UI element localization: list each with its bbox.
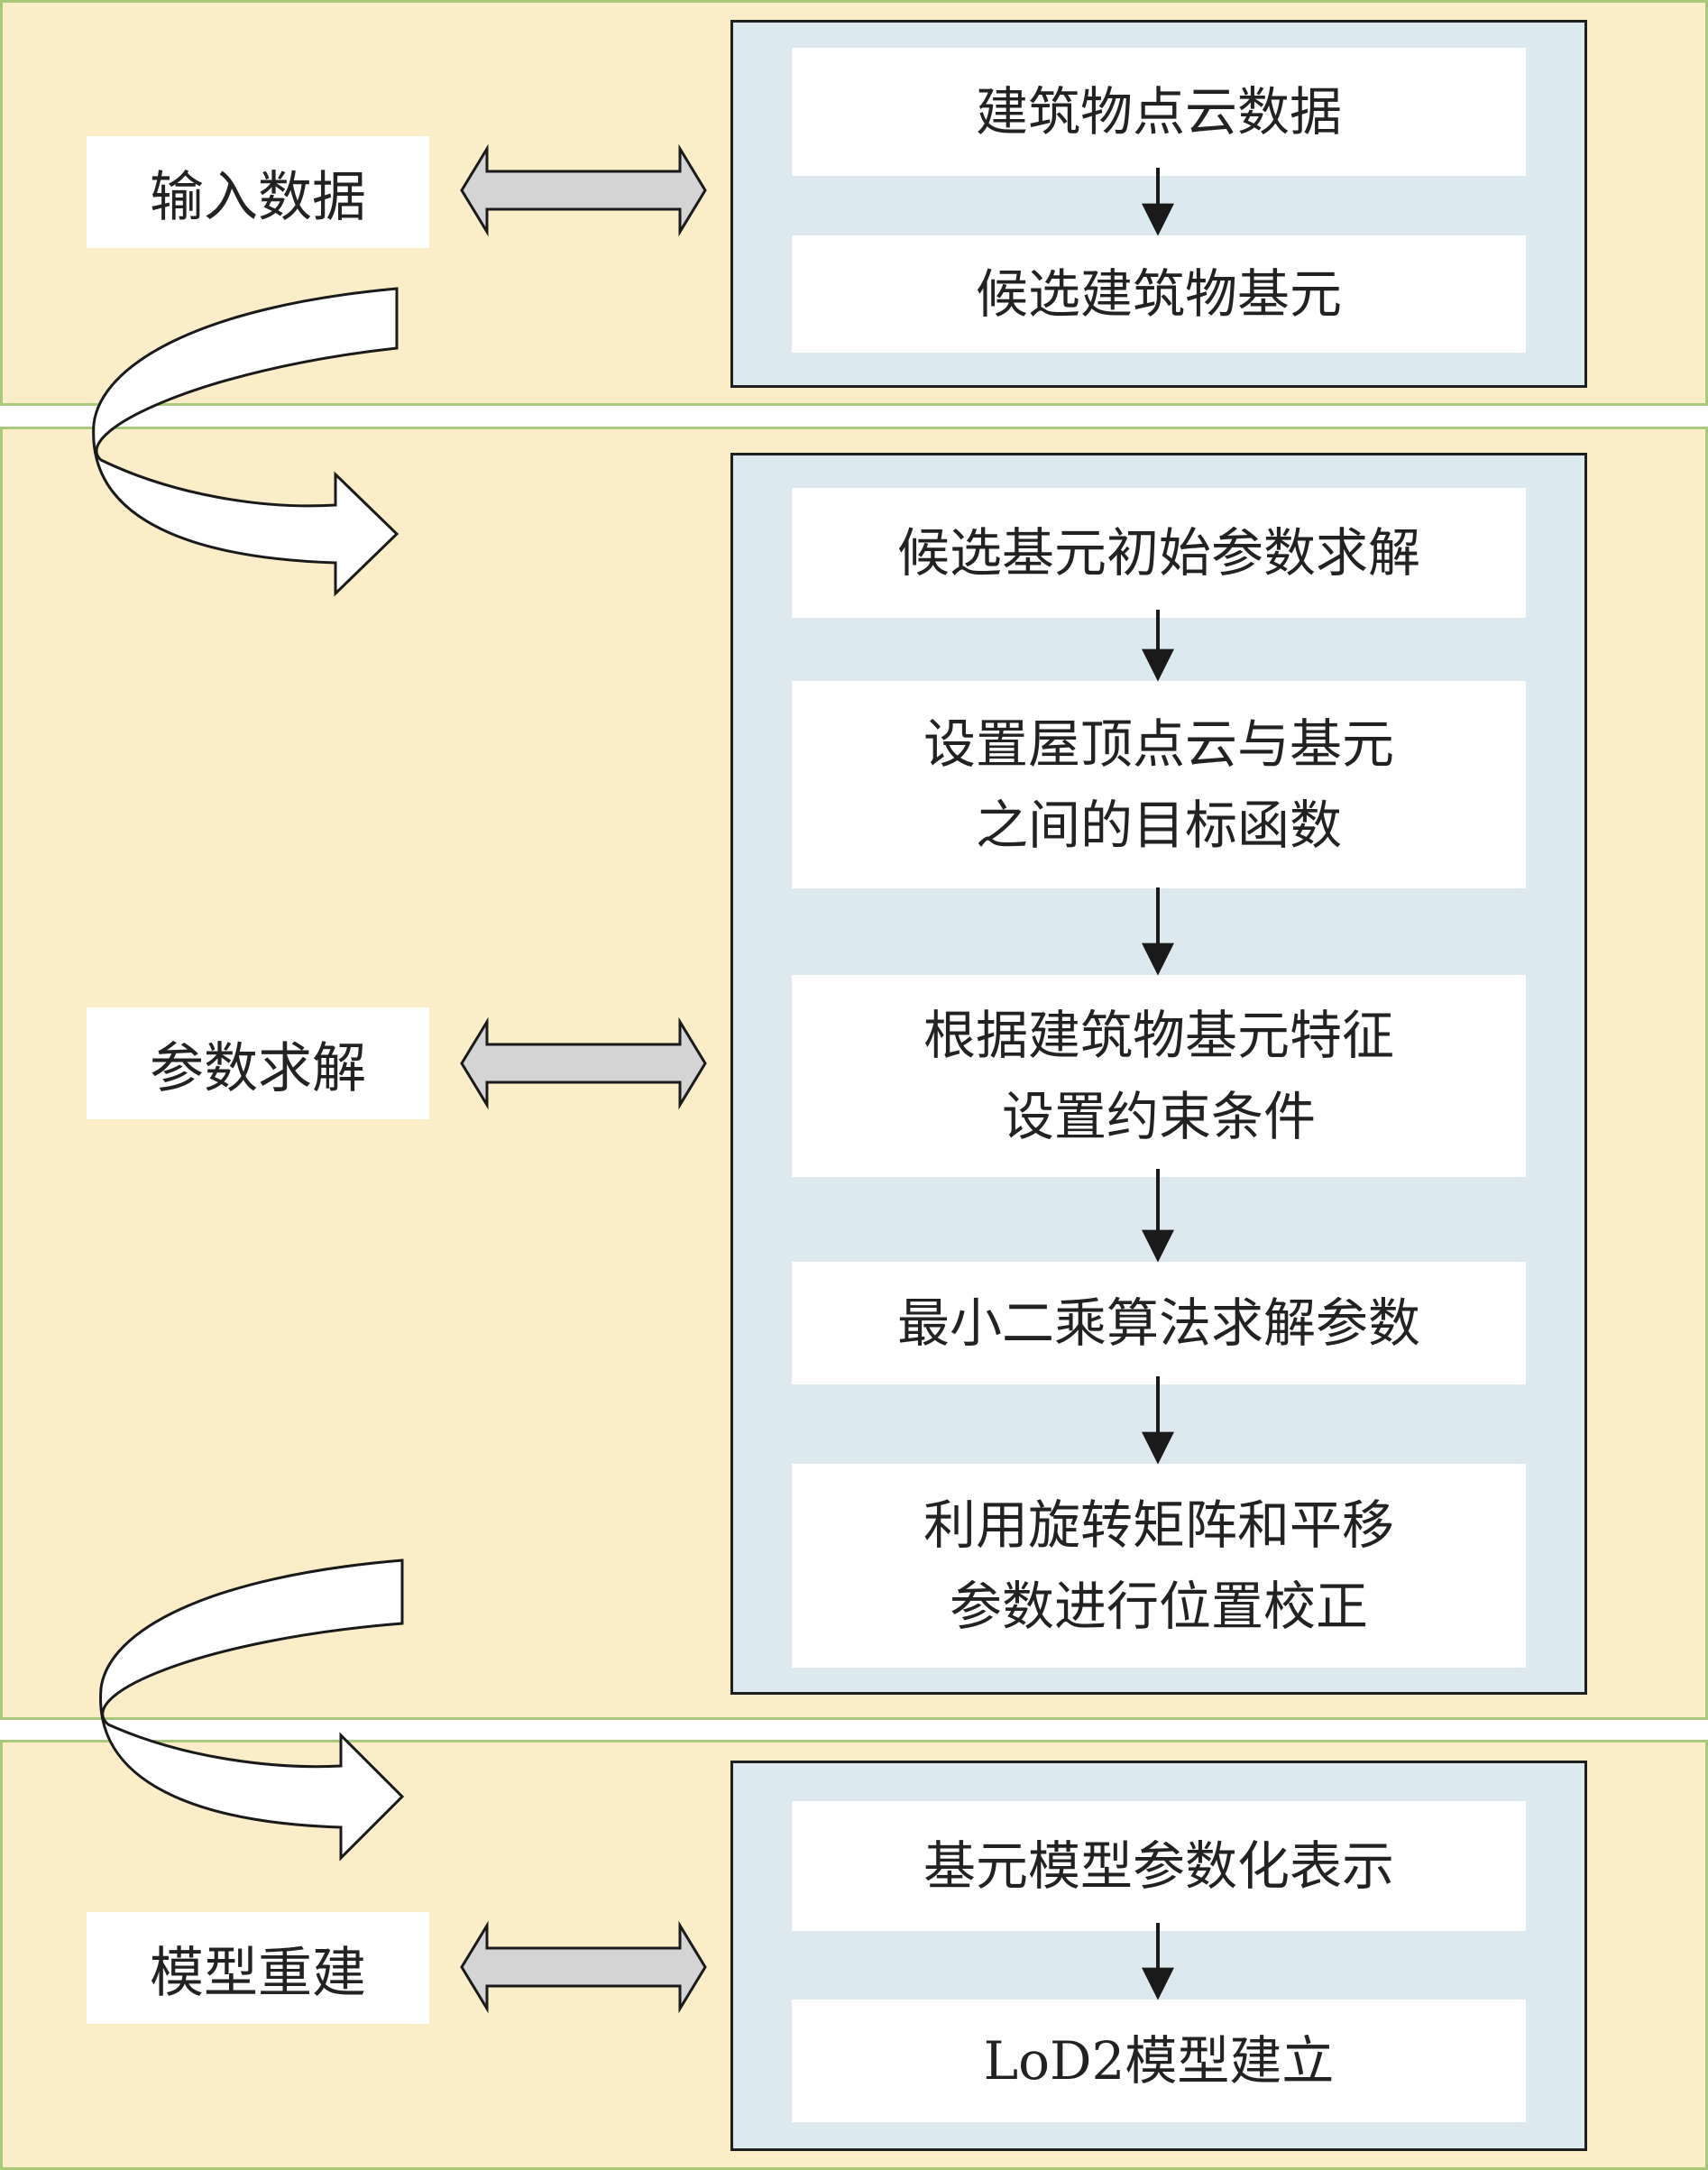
step-point-cloud: 建筑物点云数据 (792, 48, 1526, 176)
curved-arrow-solve-to-reconstruct (99, 1559, 405, 1862)
step-constraints: 根据建筑物基元特征设置约束条件 (792, 975, 1526, 1177)
stage-label-input: 输入数据 (87, 136, 429, 248)
double-arrow-reconstruct (460, 1920, 707, 2014)
step-least-squares: 最小二乘算法求解参数 (792, 1262, 1526, 1384)
stage-label-solve: 参数求解 (87, 1007, 429, 1119)
step-initial-params: 候选基元初始参数求解 (792, 488, 1526, 618)
curved-arrow-input-to-solve (92, 287, 399, 597)
step-parametric-model: 基元模型参数化表示 (792, 1801, 1526, 1931)
stage-label-reconstruct: 模型重建 (87, 1912, 429, 2024)
double-arrow-solve (460, 1016, 707, 1110)
double-arrow-input (460, 143, 707, 237)
stage-panel-solve: 候选基元初始参数求解 设置屋顶点云与基元之间的目标函数 根据建筑物基元特征设置约… (730, 453, 1587, 1695)
step-position-correction: 利用旋转矩阵和平移参数进行位置校正 (792, 1464, 1526, 1668)
step-lod2-model: LoD2模型建立 (792, 2000, 1526, 2122)
step-candidate-primitives: 候选建筑物基元 (792, 235, 1526, 353)
step-objective-function: 设置屋顶点云与基元之间的目标函数 (792, 681, 1526, 888)
stage-panel-input: 建筑物点云数据 候选建筑物基元 (730, 20, 1587, 388)
